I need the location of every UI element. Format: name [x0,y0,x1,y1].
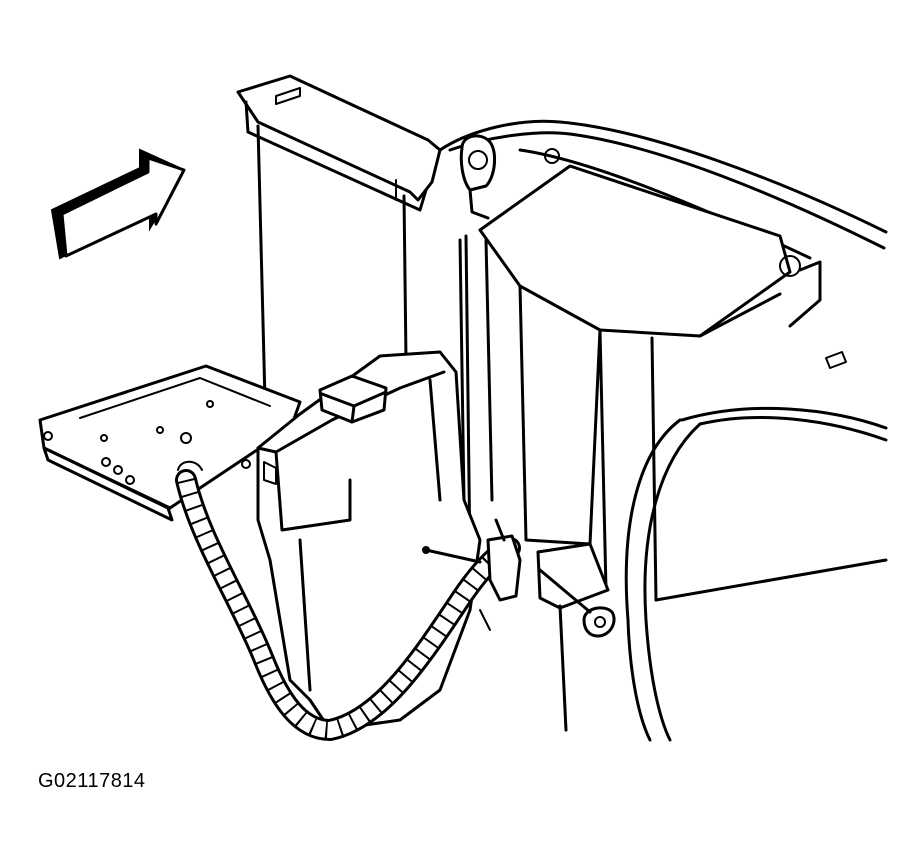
direction-arrow-icon [50,148,186,260]
figure-id-label: G02117814 [38,770,146,792]
inner-fender [624,406,888,742]
relay-box [478,164,847,602]
reservoir-cap [318,374,388,424]
hose-clamp [422,518,592,631]
mounting-bracket [536,542,616,732]
corrugated-hose [175,460,521,742]
radiator-support [438,119,888,562]
